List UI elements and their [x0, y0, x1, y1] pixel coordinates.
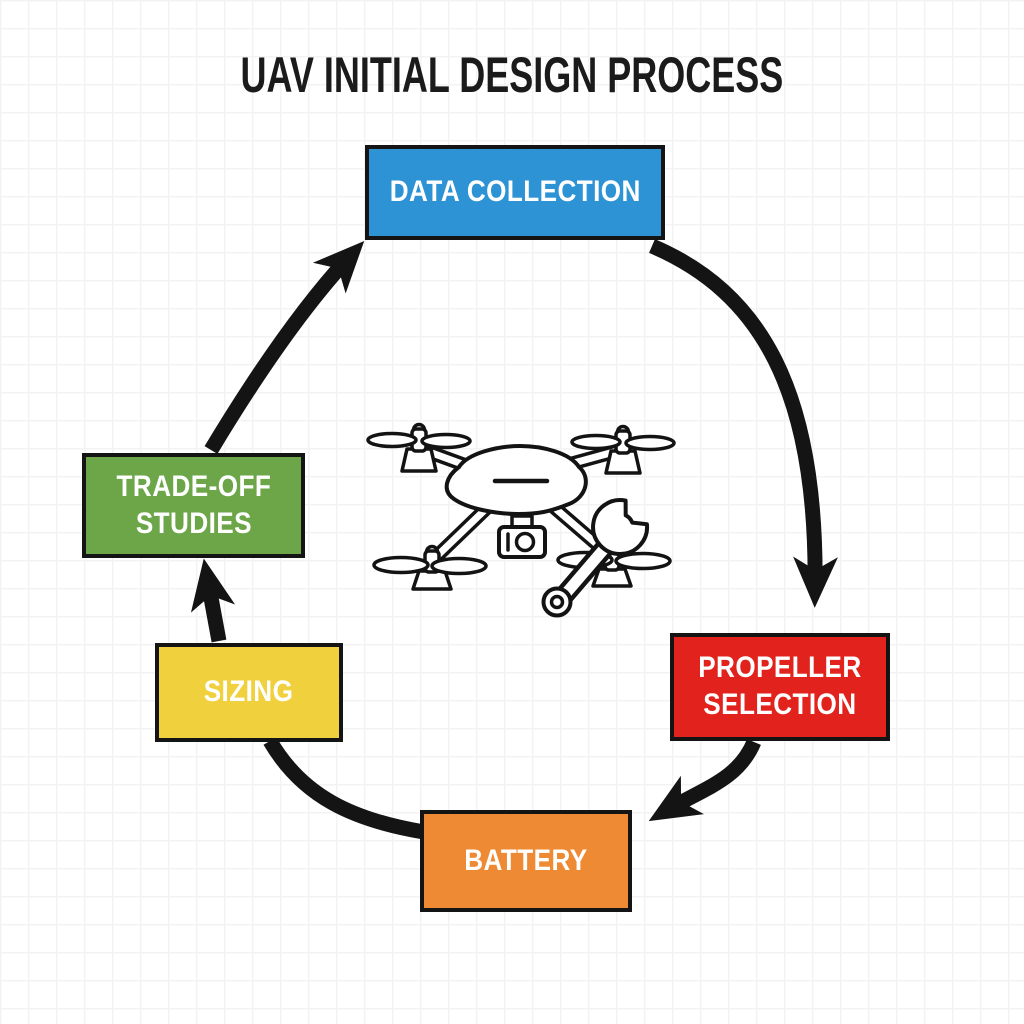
step-box-sizing: SIZING: [155, 643, 343, 742]
step-label: BATTERY: [464, 843, 588, 877]
arrow-tradeoff-to-datacollection-icon: [204, 240, 365, 454]
drone-icon: [366, 422, 676, 618]
cycle-arrows: [190, 239, 838, 840]
drone-propellers: [366, 431, 676, 576]
step-label: PROPELLER SELECTION: [698, 651, 862, 721]
arrow-propeller-to-battery-icon: [648, 738, 761, 822]
step-label: SIZING: [204, 675, 294, 709]
connector-battery-to-sizing-icon: [263, 737, 426, 840]
step-label: DATA COLLECTION: [389, 175, 641, 209]
step-box-data-collection: DATA COLLECTION: [365, 145, 665, 240]
step-label: TRADE-OFF STUDIES: [116, 469, 271, 540]
wrench-icon: [541, 498, 650, 618]
drone-camera: [497, 514, 547, 559]
arrow-sizing-to-tradeoff-icon: [190, 558, 236, 643]
step-box-propeller-selection: PROPELLER SELECTION: [670, 633, 890, 741]
page-title: UAV INITIAL DESIGN PROCESS: [240, 47, 784, 103]
step-box-battery: BATTERY: [420, 810, 632, 912]
arrow-datacollection-to-propeller-icon: [649, 239, 838, 608]
step-box-trade-off-studies: TRADE-OFF STUDIES: [82, 453, 305, 558]
